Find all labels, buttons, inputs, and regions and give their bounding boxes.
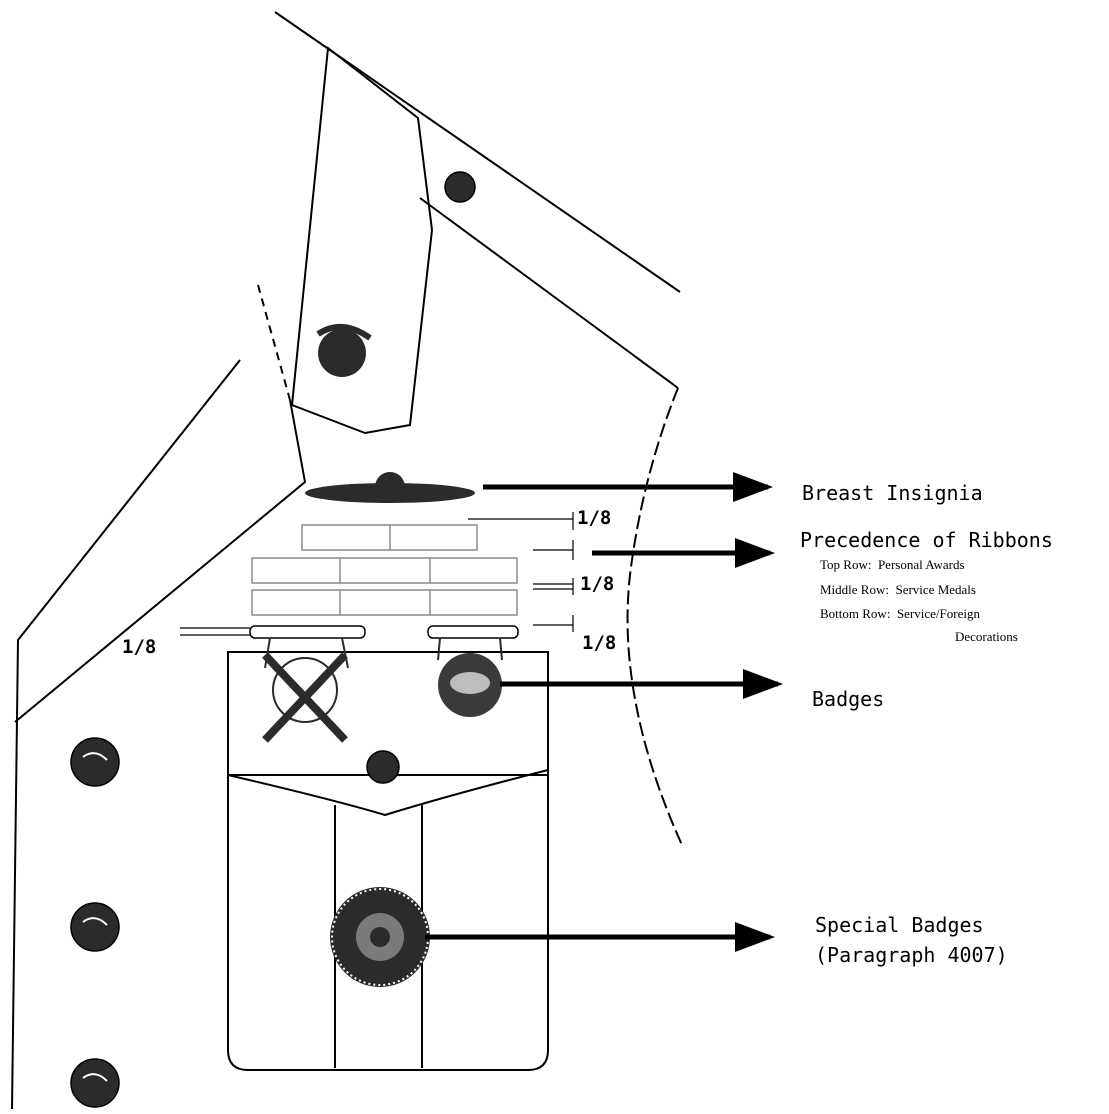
- button-shoulder: [445, 172, 475, 202]
- bottom-row-label: Bottom Row: Service/Foreign: [820, 606, 980, 622]
- special-badges-paragraph-ref: (Paragraph 4007): [815, 943, 1008, 967]
- special-badge-icon: [330, 887, 430, 987]
- badges-label: Badges: [812, 687, 884, 711]
- ribbon-rows: [252, 525, 517, 615]
- measurement-left: 1/8: [120, 636, 158, 658]
- breast-insignia-label: Breast Insignia: [802, 481, 983, 505]
- button-front-2: [71, 903, 119, 951]
- badge-bars: [250, 626, 518, 638]
- measurement-lower-right: 1/8: [580, 632, 618, 654]
- measurement-upper: 1/8: [575, 507, 613, 529]
- marksmanship-badge-icon: [265, 638, 348, 740]
- measurement-middle: 1/8: [578, 573, 616, 595]
- breast-insignia-wings-icon: [305, 472, 475, 503]
- button-front-1: [71, 738, 119, 786]
- rifle-badge-icon: [438, 638, 502, 717]
- collar-emblem-icon: [318, 327, 370, 377]
- middle-row-label: Middle Row: Service Medals: [820, 582, 976, 598]
- button-pocket: [367, 751, 399, 783]
- bottom-row-label-continued: Decorations: [955, 629, 1018, 645]
- top-row-label: Top Row: Personal Awards: [820, 557, 965, 573]
- spacing-guides: [180, 512, 573, 635]
- special-badges-label: Special Badges: [815, 913, 984, 937]
- precedence-of-ribbons-label: Precedence of Ribbons: [800, 528, 1053, 552]
- button-front-3: [71, 1059, 119, 1107]
